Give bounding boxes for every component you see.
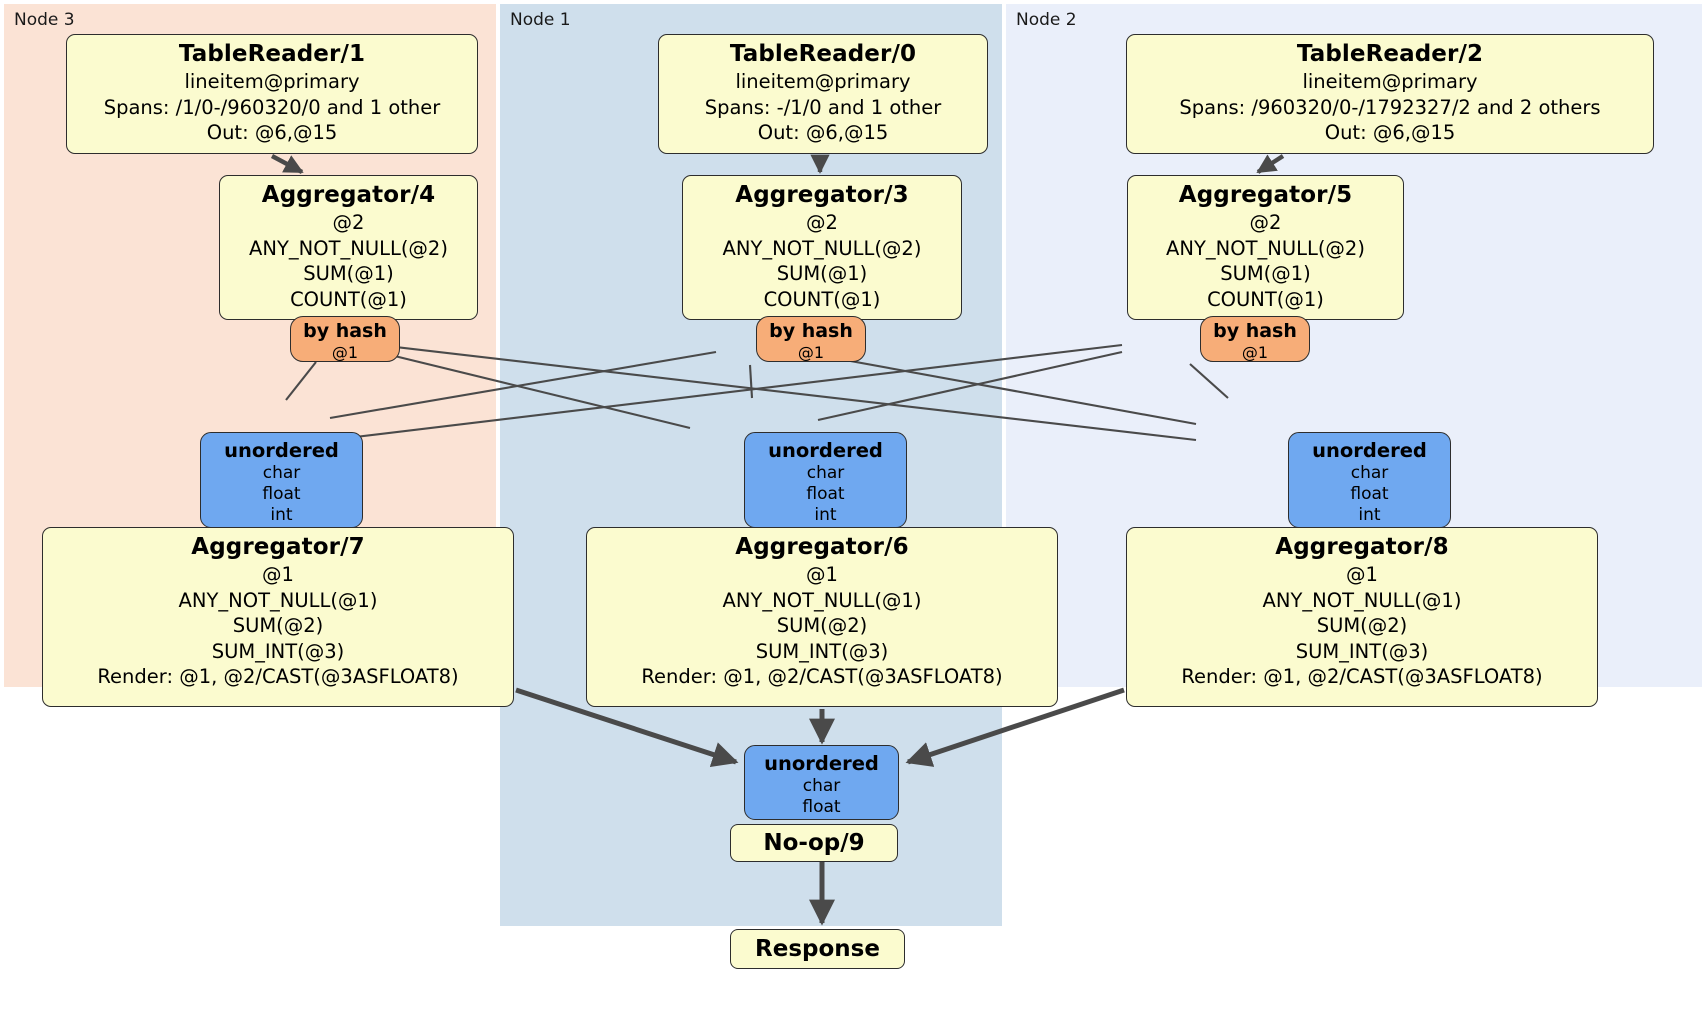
aggregator-7-func-3: SUM_INT(@3) [211,639,345,663]
synchronizer-unordered-7-type-3: int [270,505,293,525]
synchronizer-unordered-8-title: unordered [1312,439,1427,462]
table-reader-0-title: TableReader/0 [729,41,917,67]
synchronizer-unordered-final[interactable]: unordered char float [744,745,899,820]
router-by-hash-4-title: by hash [303,320,387,342]
synchronizer-unordered-8-type-2: float [1350,484,1389,504]
synchronizer-unordered-6-type-2: float [806,484,845,504]
aggregator-5-box[interactable]: Aggregator/5 @2 ANY_NOT_NULL(@2) SUM(@1)… [1127,175,1404,320]
aggregator-8-box[interactable]: Aggregator/8 @1 ANY_NOT_NULL(@1) SUM(@2)… [1126,527,1598,707]
table-reader-2-spans: Spans: /960320/0-/1792327/2 and 2 others [1179,95,1601,119]
table-reader-0-out: Out: @6,@15 [757,121,889,144]
aggregator-8-func-3: SUM_INT(@3) [1295,639,1429,663]
synchronizer-unordered-6-type-3: int [814,505,837,525]
router-by-hash-3-title: by hash [769,320,853,342]
aggregator-3-func-3: COUNT(@1) [763,287,881,311]
synchronizer-unordered-7-type-2: float [262,484,301,504]
aggregator-7-group: @1 [262,563,294,586]
aggregator-3-func-1: ANY_NOT_NULL(@2) [722,236,922,260]
aggregator-7-box[interactable]: Aggregator/7 @1 ANY_NOT_NULL(@1) SUM(@2)… [42,527,514,707]
aggregator-7-func-1: ANY_NOT_NULL(@1) [178,588,378,612]
no-op-9-box[interactable]: No-op/9 [730,824,898,862]
router-by-hash-3[interactable]: by hash @1 [756,316,866,362]
aggregator-3-group: @2 [806,211,838,234]
no-op-9-title: No-op/9 [763,830,865,856]
synchronizer-unordered-6-title: unordered [768,439,883,462]
table-reader-0-spans: Spans: -/1/0 and 1 other [704,95,942,119]
aggregator-6-func-2: SUM(@2) [776,614,868,637]
panel-node3-label: Node 3 [14,10,75,30]
synchronizer-unordered-7[interactable]: unordered char float int [200,432,363,528]
panel-node2-label: Node 2 [1016,10,1077,30]
aggregator-7-title: Aggregator/7 [191,534,365,560]
synchronizer-unordered-8-type-1: char [1350,463,1389,483]
synchronizer-unordered-final-type-1: char [802,776,841,796]
router-by-hash-5[interactable]: by hash @1 [1200,316,1310,362]
table-reader-1-box[interactable]: TableReader/1 lineitem@primary Spans: /1… [66,34,478,154]
aggregator-8-group: @1 [1346,563,1378,586]
aggregator-7-render: Render: @1, @2/CAST(@3ASFLOAT8) [97,665,459,688]
synchronizer-unordered-final-title: unordered [764,752,879,775]
aggregator-6-render: Render: @1, @2/CAST(@3ASFLOAT8) [641,665,1003,688]
aggregator-8-func-1: ANY_NOT_NULL(@1) [1262,588,1462,612]
aggregator-6-title: Aggregator/6 [735,534,909,560]
router-by-hash-5-key: @1 [1241,343,1269,362]
synchronizer-unordered-8[interactable]: unordered char float int [1288,432,1451,528]
aggregator-4-group: @2 [332,211,365,234]
aggregator-6-func-3: SUM_INT(@3) [755,639,889,663]
aggregator-4-func-3: COUNT(@1) [290,287,407,311]
panel-node1-label: Node 1 [510,10,571,30]
aggregator-4-func-2: SUM(@1) [303,262,394,285]
synchronizer-unordered-6[interactable]: unordered char float int [744,432,907,528]
aggregator-7-func-2: SUM(@2) [232,614,324,637]
aggregator-3-title: Aggregator/3 [735,182,909,208]
aggregator-3-box[interactable]: Aggregator/3 @2 ANY_NOT_NULL(@2) SUM(@1)… [682,175,962,320]
response-title: Response [755,936,880,962]
aggregator-5-func-1: ANY_NOT_NULL(@2) [1166,236,1365,260]
aggregator-5-func-3: COUNT(@1) [1207,287,1324,311]
aggregator-8-render: Render: @1, @2/CAST(@3ASFLOAT8) [1181,665,1543,688]
table-reader-0-table: lineitem@primary [735,70,911,93]
aggregator-4-func-1: ANY_NOT_NULL(@2) [249,236,448,260]
table-reader-2-box[interactable]: TableReader/2 lineitem@primary Spans: /9… [1126,34,1654,154]
router-by-hash-5-title: by hash [1213,320,1297,342]
synchronizer-unordered-7-title: unordered [224,439,339,462]
response-box[interactable]: Response [730,929,905,969]
table-reader-1-title: TableReader/1 [178,41,366,67]
table-reader-2-title: TableReader/2 [1296,41,1484,67]
aggregator-6-box[interactable]: Aggregator/6 @1 ANY_NOT_NULL(@1) SUM(@2)… [586,527,1058,707]
router-by-hash-4-key: @1 [331,343,359,362]
aggregator-3-func-2: SUM(@1) [776,262,868,285]
synchronizer-unordered-8-type-3: int [1358,505,1381,525]
aggregator-6-func-1: ANY_NOT_NULL(@1) [722,588,922,612]
aggregator-6-group: @1 [806,563,838,586]
table-reader-1-table: lineitem@primary [184,70,360,93]
aggregator-4-box[interactable]: Aggregator/4 @2 ANY_NOT_NULL(@2) SUM(@1)… [219,175,478,320]
table-reader-1-spans: Spans: /1/0-/960320/0 and 1 other [103,95,441,119]
table-reader-2-out: Out: @6,@15 [1324,121,1456,144]
aggregator-5-group: @2 [1249,211,1282,234]
aggregator-5-func-2: SUM(@1) [1220,262,1311,285]
table-reader-2-table: lineitem@primary [1302,70,1478,93]
aggregator-8-title: Aggregator/8 [1275,534,1449,560]
aggregator-5-title: Aggregator/5 [1178,182,1353,208]
aggregator-8-func-2: SUM(@2) [1316,614,1408,637]
router-by-hash-4[interactable]: by hash @1 [290,316,400,362]
synchronizer-unordered-final-type-2: float [802,797,841,817]
table-reader-1-out: Out: @6,@15 [206,121,338,144]
aggregator-4-title: Aggregator/4 [261,182,436,208]
synchronizer-unordered-7-type-1: char [262,463,301,483]
table-reader-0-box[interactable]: TableReader/0 lineitem@primary Spans: -/… [658,34,988,154]
synchronizer-unordered-6-type-1: char [806,463,845,483]
router-by-hash-3-key: @1 [797,343,825,362]
